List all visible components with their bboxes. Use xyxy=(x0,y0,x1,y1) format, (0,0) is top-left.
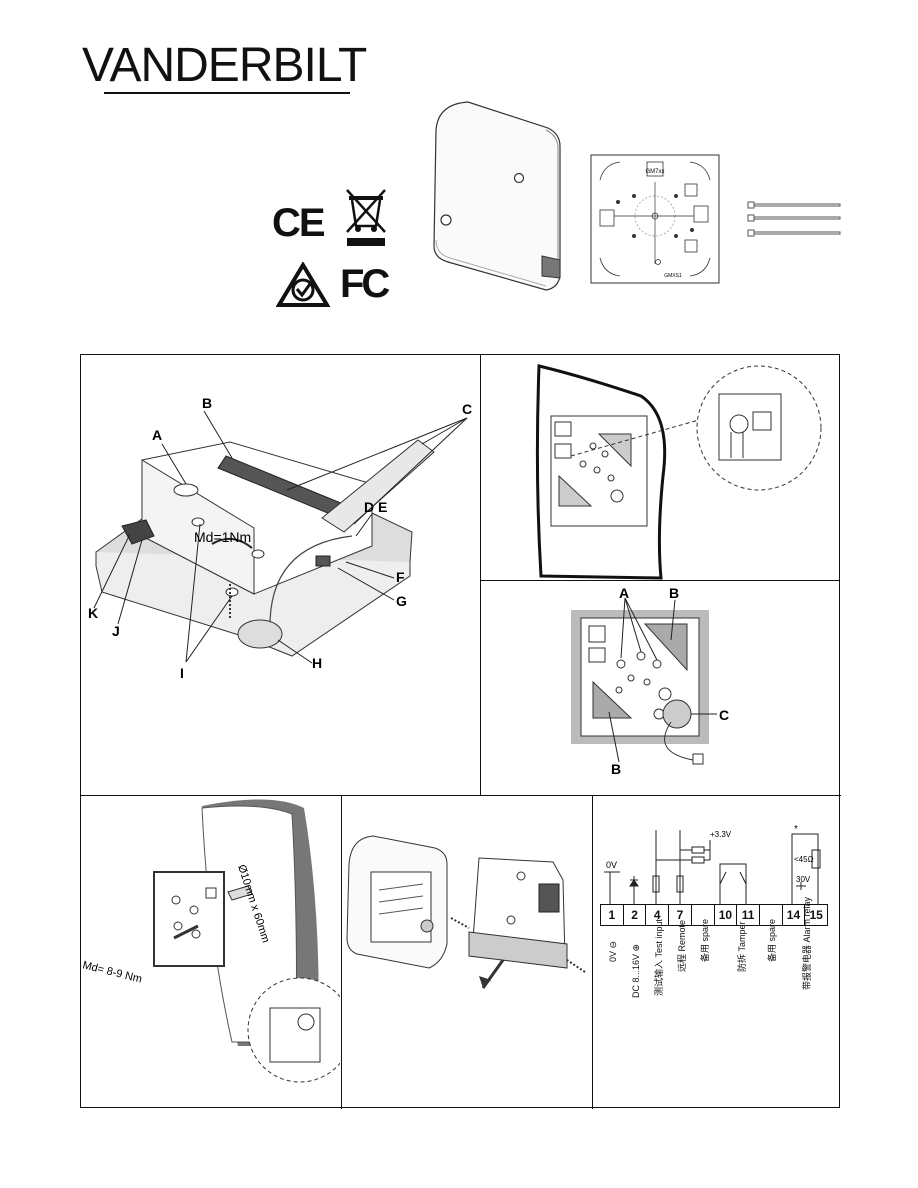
fig1-label-d: D xyxy=(364,499,374,515)
fig1-label-f: F xyxy=(396,569,405,585)
divider xyxy=(81,795,841,796)
fig3-label-c: C xyxy=(719,707,729,723)
wiring-diagram: +3.3V 0V * <45Ω 30V xyxy=(604,824,821,904)
terminal-7: 7 xyxy=(669,905,692,925)
terminal-empty xyxy=(760,905,783,925)
fig1-label-g: G xyxy=(396,593,407,609)
fig3-label-b-bottom: B xyxy=(611,761,621,777)
wiring-supply-label: +3.3V xyxy=(710,830,732,839)
terminal-4: 4 xyxy=(646,905,670,925)
figure-2-mounting xyxy=(535,364,822,580)
fig3-label-a: A xyxy=(619,585,629,601)
ce-mark: CE xyxy=(272,201,326,245)
fig4-torque-label: Md= 8-9 Nm xyxy=(82,959,143,985)
terminal-label-dc: DC 8...16V ⊕ xyxy=(631,943,641,998)
rcm-icon xyxy=(276,262,330,307)
terminal-label-alarm-relay: 带报警电器 Alarm relay xyxy=(802,896,812,990)
divider xyxy=(341,795,342,1109)
terminal-label-spare-1: 备用 spare xyxy=(700,918,710,962)
figure-grid xyxy=(80,354,841,1109)
terminal-11: 11 xyxy=(737,905,760,925)
fc-mark: FC xyxy=(340,262,390,306)
fig1-label-i: I xyxy=(180,665,184,681)
fig1-label-a: A xyxy=(152,427,162,443)
wiring-resistance-label: <45Ω xyxy=(794,855,814,864)
drilling-template: GM7xx GMXS1 xyxy=(590,154,720,284)
terminal-1: 1 xyxy=(601,905,624,925)
cable-ties xyxy=(747,201,841,237)
terminal-block: 1 2 4 7 10 11 14 15 xyxy=(600,904,828,926)
figure-4-wall: Ø10mm x 60mm Md= 8-9 Nm xyxy=(82,799,340,1083)
terminal-label-test-input: 测试输入 Test input xyxy=(654,918,664,996)
terminal-label-0v: 0V ⊖ xyxy=(608,940,618,962)
terminal-label-remote: 远程 Remote xyxy=(677,919,687,972)
fig1-label-b: B xyxy=(202,395,212,411)
terminal-2: 2 xyxy=(624,905,647,925)
brand-name: VANDERBILT xyxy=(82,39,367,92)
divider xyxy=(480,355,481,795)
terminal-14: 14 xyxy=(783,905,806,925)
fig1-label-k: K xyxy=(88,605,98,621)
fig1-torque: Md=1Nm xyxy=(194,529,251,545)
template-label-top: GM7xx xyxy=(645,169,664,175)
wiring-asterisk: * xyxy=(794,824,798,835)
terminal-15: 15 xyxy=(809,908,823,922)
logo-underline xyxy=(104,92,350,94)
divider xyxy=(480,580,840,581)
terminal-empty xyxy=(692,905,715,925)
figure-1-device: B A C D E Md=1Nm F G H I J K xyxy=(88,395,472,681)
divider xyxy=(592,795,593,1109)
template-label-bottom: GMXS1 xyxy=(664,273,682,279)
wiring-voltage-label: 30V xyxy=(796,875,811,884)
weee-icon xyxy=(346,189,386,246)
terminal-10: 10 xyxy=(715,905,738,925)
product-housing xyxy=(433,101,561,291)
figure-5-housing xyxy=(346,835,586,989)
fig1-label-j: J xyxy=(112,623,120,639)
fig1-label-h: H xyxy=(312,655,322,671)
vanderbilt-logo: VANDERBILT xyxy=(82,39,367,100)
fig3-label-b-top: B xyxy=(669,585,679,601)
fig1-label-e: E xyxy=(378,499,387,515)
terminal-label-tamper: 防拆 Tamper xyxy=(737,921,747,972)
fig1-label-c: C xyxy=(462,401,472,417)
wiring-zero-label: 0V xyxy=(606,860,617,870)
figure-3-plate: A B C B xyxy=(571,585,729,777)
terminal-label-spare-2: 备用 spare xyxy=(767,918,777,962)
